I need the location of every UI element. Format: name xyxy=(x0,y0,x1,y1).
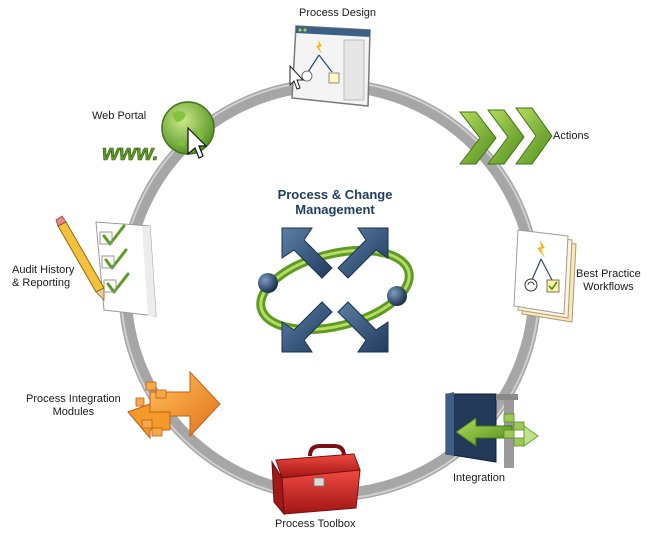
web-portal-label: Web Portal xyxy=(92,110,147,122)
integration-label: Integration xyxy=(453,472,505,484)
best-practice-label: Best Practice Workflows xyxy=(576,268,641,294)
process-design-label: Process Design xyxy=(299,7,377,19)
door-arrow-icon xyxy=(445,392,539,468)
change-management-icon xyxy=(256,227,414,353)
audit-history-label: Audit History & Reporting xyxy=(12,264,74,290)
www-text: www. xyxy=(102,140,159,165)
audit-history-label-line2: & Reporting xyxy=(12,277,71,289)
red-toolbox-icon xyxy=(271,444,361,516)
checklist-pencil-icon xyxy=(55,215,157,317)
globe-cursor-icon xyxy=(161,101,215,159)
center-title: Process & Change Management xyxy=(240,187,430,217)
green-chevrons-icon xyxy=(458,107,553,165)
center-title-line2: Management xyxy=(295,202,375,217)
process-integration-modules-label-line2: Modules xyxy=(52,406,95,418)
best-practice-label-line2: Workflows xyxy=(583,281,634,293)
workflow-documents-icon xyxy=(513,229,577,323)
process-integration-modules-label: Process Integration Modules xyxy=(26,393,121,419)
process-toolbox-label: Process Toolbox xyxy=(275,518,356,530)
best-practice-label-line1: Best Practice xyxy=(576,268,641,280)
process-integration-modules-label-line1: Process Integration xyxy=(26,393,121,405)
actions-label: Actions xyxy=(553,130,590,142)
center-title-line1: Process & Change xyxy=(277,187,393,202)
audit-history-label-line1: Audit History xyxy=(12,264,75,276)
orange-puzzle-arrow-icon xyxy=(127,370,221,440)
process-design-window-icon xyxy=(289,25,371,107)
